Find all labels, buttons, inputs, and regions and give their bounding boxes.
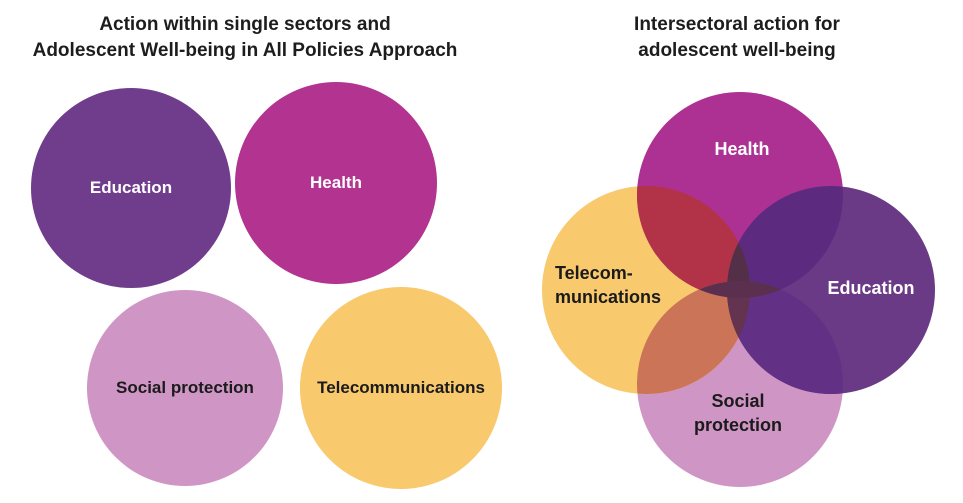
right-title-line1: Intersectoral action for bbox=[634, 14, 840, 35]
single-sector-circle-social-protection: Social protection bbox=[87, 290, 283, 486]
single-sector-circle-telecommunications: Telecommunications bbox=[300, 287, 502, 489]
venn-telecom-label-line2: munications bbox=[555, 287, 662, 307]
venn-social-label-line1: Social bbox=[711, 391, 765, 411]
social-protection-circle-label: Social protection bbox=[116, 378, 254, 397]
right-title-line2: adolescent well-being bbox=[638, 40, 836, 61]
left-panel-title: Action within single sectors and Adolesc… bbox=[0, 12, 490, 64]
intersectoral-venn-diagram bbox=[542, 92, 935, 487]
venn-telecom-label-line1: Telecom- bbox=[555, 263, 633, 283]
left-title-line2: Adolescent Well-being in All Policies Ap… bbox=[32, 40, 458, 61]
venn-social-protection-label: Social protection bbox=[673, 389, 803, 437]
education-circle-label: Education bbox=[89, 178, 173, 197]
single-sector-circle-education: Education bbox=[31, 88, 231, 288]
venn-social-label-line2: protection bbox=[694, 415, 782, 435]
venn-education-label: Education bbox=[827, 278, 915, 298]
venn-health-label: Health bbox=[714, 139, 770, 159]
right-panel-title: Intersectoral action for adolescent well… bbox=[597, 12, 877, 64]
single-sector-circle-health: Health bbox=[235, 82, 437, 284]
left-title-line1: Action within single sectors and bbox=[99, 14, 391, 35]
telecommunications-circle-label: Telecommunications bbox=[317, 378, 485, 397]
venn-telecommunications-label: Telecom- munications bbox=[555, 261, 685, 309]
health-circle-label: Health bbox=[310, 173, 362, 192]
